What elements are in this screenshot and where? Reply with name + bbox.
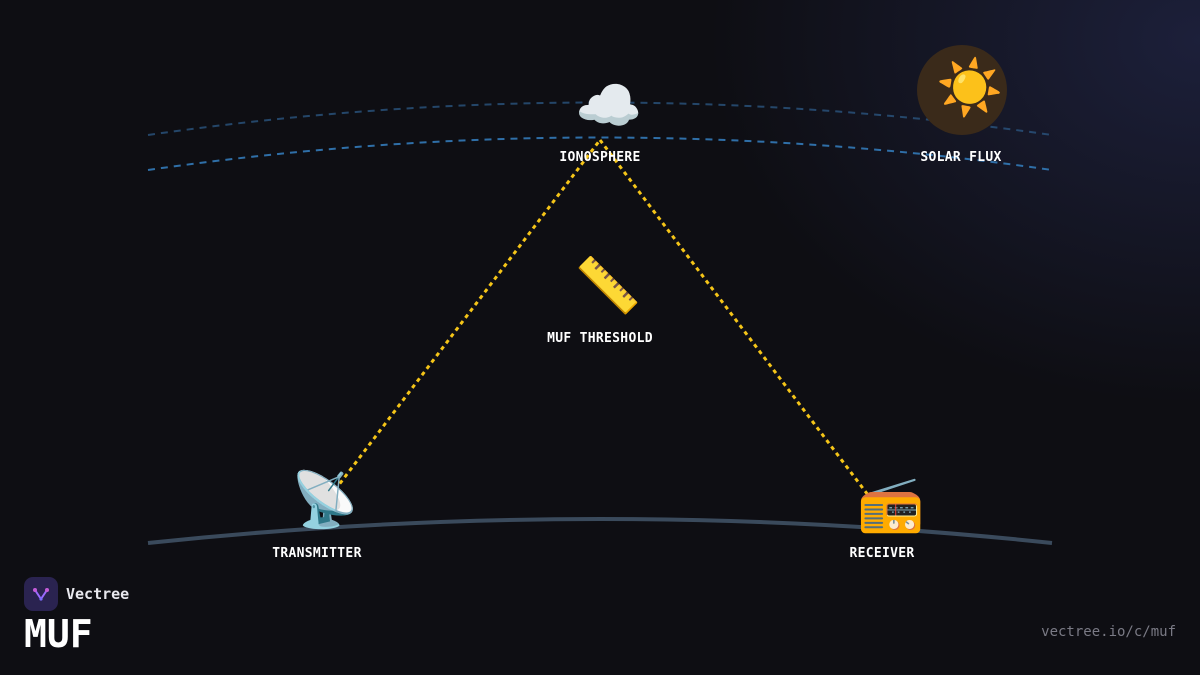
ionosphere-label-wrap: IONOSPHERE bbox=[559, 146, 640, 165]
ruler-icon: 📏 bbox=[574, 254, 642, 317]
sun-disc bbox=[917, 45, 1007, 135]
source-url[interactable]: vectree.io/c/muf bbox=[1041, 624, 1176, 640]
ionosphere-node: ☁️ bbox=[575, 76, 642, 136]
signal-path-up bbox=[333, 139, 602, 491]
brand[interactable]: Vectree bbox=[24, 577, 129, 611]
muf-threshold-node: 📏 bbox=[574, 256, 641, 316]
ionosphere-upper-layer bbox=[147, 101, 1053, 136]
ionosphere-lower-layer bbox=[147, 136, 1053, 171]
receiver-label: RECEIVER bbox=[849, 546, 915, 561]
transmitter-node: 📡 bbox=[291, 470, 358, 530]
page-title: MUF bbox=[24, 612, 93, 656]
transmitter-label: TRANSMITTER bbox=[272, 546, 362, 561]
receiver-node: 📻 bbox=[857, 474, 924, 534]
ionosphere-label: IONOSPHERE bbox=[559, 150, 641, 165]
muf-threshold-label: MUF THRESHOLD bbox=[547, 331, 653, 346]
muf-threshold-label-wrap: MUF THRESHOLD bbox=[547, 327, 653, 346]
earth-surface bbox=[147, 517, 1053, 545]
vectree-logo-icon bbox=[24, 577, 58, 611]
solar-flux-label: SOLAR FLUX bbox=[920, 150, 1002, 165]
sun-icon: ☀️ bbox=[936, 56, 1004, 119]
transmitter-label-wrap: TRANSMITTER bbox=[272, 542, 361, 561]
satellite-dish-icon: 📡 bbox=[291, 468, 359, 531]
receiver-label-wrap: RECEIVER bbox=[849, 542, 914, 561]
cloud-icon: ☁️ bbox=[575, 74, 643, 137]
solar-flux-node: ☀️ bbox=[936, 58, 1003, 118]
brand-name: Vectree bbox=[66, 585, 130, 603]
solar-flux-label-wrap: SOLAR FLUX bbox=[920, 146, 1001, 165]
signal-path-down bbox=[598, 139, 870, 496]
radio-icon: 📻 bbox=[857, 472, 925, 535]
